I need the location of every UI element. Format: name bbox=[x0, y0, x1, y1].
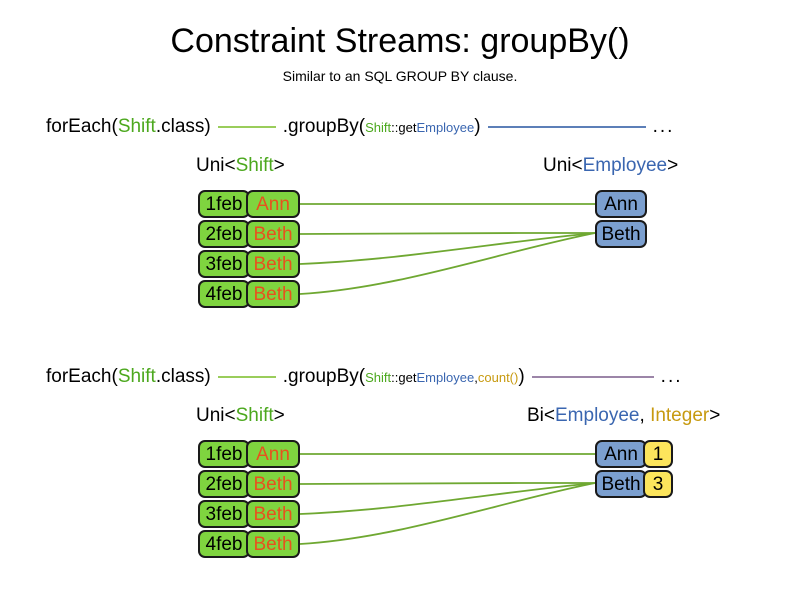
for-each-type: Shift bbox=[117, 116, 156, 137]
connector-green-icon bbox=[217, 376, 276, 378]
group-count: 1 bbox=[643, 440, 673, 468]
group-count: 3 bbox=[643, 470, 673, 498]
group-by-suffix: ) bbox=[518, 366, 525, 387]
for-each-suffix: .class) bbox=[155, 116, 211, 137]
shift-employee: Beth bbox=[246, 530, 300, 558]
shift-employee: Beth bbox=[246, 220, 300, 248]
arg-method: ::get bbox=[391, 369, 417, 385]
shift-row[interactable]: 2feb Beth bbox=[198, 220, 300, 248]
for-each-type: Shift bbox=[117, 366, 156, 387]
for-each-suffix: .class) bbox=[155, 366, 211, 387]
group-employee: Beth bbox=[595, 220, 647, 248]
link-4feb-beth bbox=[299, 232, 596, 295]
page-title: Constraint Streams: groupBy() bbox=[170, 22, 630, 60]
ellipsis-1: ... bbox=[652, 116, 675, 137]
arg-property: Employee bbox=[416, 119, 475, 135]
group-employee: Beth bbox=[595, 470, 647, 498]
left-type-label-2: Uni<Shift> bbox=[196, 405, 285, 427]
for-each-prefix: forEach( bbox=[46, 116, 118, 137]
shift-date: 1feb bbox=[198, 440, 250, 468]
link-group-section-2 bbox=[299, 453, 596, 545]
shift-employee: Ann bbox=[246, 440, 300, 468]
group-row[interactable]: Ann bbox=[595, 190, 647, 218]
shift-row[interactable]: 1feb Ann bbox=[198, 440, 300, 468]
left-type-suffix-1: > bbox=[273, 155, 285, 176]
shift-row[interactable]: 4feb Beth bbox=[198, 530, 300, 558]
arg-method: ::get bbox=[391, 119, 417, 135]
arg-class: Shift bbox=[365, 369, 392, 385]
shift-row[interactable]: 4feb Beth bbox=[198, 280, 300, 308]
group-row[interactable]: Ann 1 bbox=[595, 440, 673, 468]
shift-employee: Beth bbox=[246, 280, 300, 308]
for-each-prefix: forEach( bbox=[46, 366, 118, 387]
shift-row[interactable]: 2feb Beth bbox=[198, 470, 300, 498]
link-2feb-beth bbox=[299, 232, 596, 235]
arg-property: Employee bbox=[416, 369, 475, 385]
shift-date: 4feb bbox=[198, 280, 250, 308]
left-type-prefix-1: Uni< bbox=[196, 155, 236, 176]
link-4feb-beth-2 bbox=[299, 482, 596, 545]
right-type-prefix-2: Bi< bbox=[527, 405, 555, 426]
left-type-prefix-2: Uni< bbox=[196, 405, 236, 426]
shift-employee: Beth bbox=[246, 470, 300, 498]
right-type-name-2: Employee bbox=[555, 405, 640, 426]
shift-row[interactable]: 1feb Ann bbox=[198, 190, 300, 218]
ellipsis-2: ... bbox=[660, 366, 683, 387]
left-type-label-1: Uni<Shift> bbox=[196, 155, 285, 177]
right-type-separator-2: , bbox=[639, 405, 651, 426]
link-2feb-beth-2 bbox=[299, 482, 596, 485]
right-type-name2-2: Integer bbox=[650, 405, 710, 426]
shift-date: 2feb bbox=[198, 220, 250, 248]
link-group-section-1 bbox=[299, 203, 596, 295]
right-type-name-1: Employee bbox=[582, 155, 668, 176]
shift-employee: Beth bbox=[246, 500, 300, 528]
shift-employee: Ann bbox=[246, 190, 300, 218]
link-3feb-beth bbox=[299, 232, 596, 265]
group-by-prefix: .groupBy( bbox=[282, 116, 366, 137]
group-row[interactable]: Beth 3 bbox=[595, 470, 673, 498]
group-employee: Ann bbox=[595, 440, 647, 468]
group-employee: Ann bbox=[595, 190, 647, 218]
shift-row[interactable]: 3feb Beth bbox=[198, 250, 300, 278]
shift-date: 1feb bbox=[198, 190, 250, 218]
shift-employee: Beth bbox=[246, 250, 300, 278]
code-line-groupby-count: forEach(Shift.class) .groupBy(Shift::get… bbox=[46, 364, 683, 390]
group-row[interactable]: Beth bbox=[595, 220, 647, 248]
connector-purple-icon bbox=[531, 376, 654, 378]
right-type-prefix-1: Uni< bbox=[543, 155, 583, 176]
arg-collector: count() bbox=[477, 369, 519, 385]
left-type-name-2: Shift bbox=[235, 405, 274, 426]
arg-class: Shift bbox=[365, 119, 392, 135]
group-by-suffix: ) bbox=[474, 116, 481, 137]
link-3feb-beth-2 bbox=[299, 482, 596, 515]
connector-green-icon bbox=[217, 126, 276, 128]
connector-blue-icon bbox=[487, 126, 646, 128]
shift-date: 2feb bbox=[198, 470, 250, 498]
code-line-groupby: forEach(Shift.class) .groupBy(Shift::get… bbox=[46, 114, 674, 140]
shift-date: 4feb bbox=[198, 530, 250, 558]
group-by-prefix: .groupBy( bbox=[282, 366, 366, 387]
left-type-name-1: Shift bbox=[235, 155, 274, 176]
right-type-suffix-1: > bbox=[667, 155, 679, 176]
shift-date: 3feb bbox=[198, 500, 250, 528]
shift-row[interactable]: 3feb Beth bbox=[198, 500, 300, 528]
right-type-label-2: Bi<Employee, Integer> bbox=[527, 405, 720, 427]
right-type-label-1: Uni<Employee> bbox=[543, 155, 678, 177]
right-type-suffix-2: > bbox=[709, 405, 721, 426]
left-type-suffix-2: > bbox=[273, 405, 285, 426]
shift-date: 3feb bbox=[198, 250, 250, 278]
arg-separator: , bbox=[474, 369, 478, 385]
page-subtitle: Similar to an SQL GROUP BY clause. bbox=[282, 68, 518, 84]
